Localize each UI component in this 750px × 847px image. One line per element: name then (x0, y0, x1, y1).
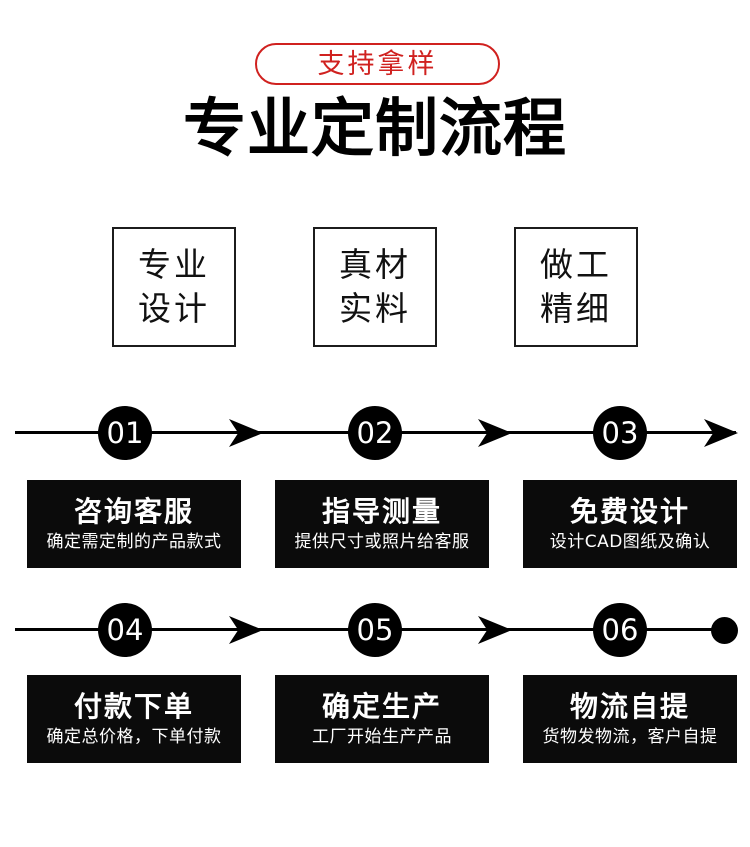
step-number: 06 (601, 612, 639, 647)
feature-line: 做工 (540, 245, 612, 285)
feature-box-materials: 真材 实料 (313, 227, 437, 347)
step-circle-05: 05 (348, 603, 402, 657)
step-circle-06: 06 (593, 603, 647, 657)
step-card-desc: 提供尺寸或照片给客服 (294, 531, 470, 552)
feature-line: 设计 (138, 289, 210, 328)
step-number: 04 (106, 612, 144, 647)
step-card-desc: 设计CAD图纸及确认 (549, 531, 711, 552)
step-card-title: 指导测量 (321, 494, 442, 528)
step-circle-04: 04 (98, 603, 152, 657)
feature-line: 真材 (339, 245, 411, 285)
feature-line: 实料 (339, 289, 411, 328)
page-title: 专业定制流程 (183, 92, 567, 165)
step-labels-row2: 付款下单 确定总价格，下单付款 确定生产 工厂开始生产产品 物流自提 货物发物流… (0, 675, 750, 763)
sample-support-badge: 支持拿样 (255, 43, 500, 85)
step-number: 05 (356, 612, 394, 647)
sample-support-label: 支持拿样 (317, 48, 438, 80)
step-card-title: 物流自提 (569, 689, 690, 723)
step-card-desc: 货物发物流，客户自提 (542, 726, 718, 747)
step-card-title: 付款下单 (73, 689, 194, 723)
step-card-logistics: 物流自提 货物发物流，客户自提 (523, 675, 737, 763)
step-card-payment: 付款下单 确定总价格，下单付款 (27, 675, 241, 763)
feature-box-workmanship: 做工 精细 (514, 227, 638, 347)
step-number: 02 (356, 415, 394, 450)
feature-line: 专业 (138, 245, 210, 285)
step-circle-03: 03 (593, 406, 647, 460)
feature-box-design: 专业 设计 (112, 227, 236, 347)
step-card-desc: 工厂开始生产产品 (312, 726, 452, 747)
step-card-title: 咨询客服 (73, 494, 194, 528)
step-card-measure: 指导测量 提供尺寸或照片给客服 (275, 480, 489, 568)
step-circle-02: 02 (348, 406, 402, 460)
step-card-consult: 咨询客服 确定需定制的产品款式 (27, 480, 241, 568)
feature-line: 精细 (540, 289, 612, 328)
step-number: 01 (106, 415, 144, 450)
step-card-desc: 确定总价格，下单付款 (46, 726, 222, 747)
feature-boxes: 专业 设计 真材 实料 做工 精细 (0, 227, 750, 347)
process-track-row1: 01 02 03 (0, 405, 750, 461)
step-card-design: 免费设计 设计CAD图纸及确认 (523, 480, 737, 568)
step-card-production: 确定生产 工厂开始生产产品 (275, 675, 489, 763)
step-number: 03 (601, 415, 639, 450)
end-dot-icon (711, 617, 738, 644)
step-circle-01: 01 (98, 406, 152, 460)
step-card-title: 确定生产 (321, 689, 442, 723)
step-card-desc: 确定需定制的产品款式 (46, 531, 222, 552)
step-card-title: 免费设计 (569, 494, 690, 528)
step-labels-row1: 咨询客服 确定需定制的产品款式 指导测量 提供尺寸或照片给客服 免费设计 设计C… (0, 480, 750, 568)
process-track-row2: 04 05 06 (0, 602, 750, 658)
